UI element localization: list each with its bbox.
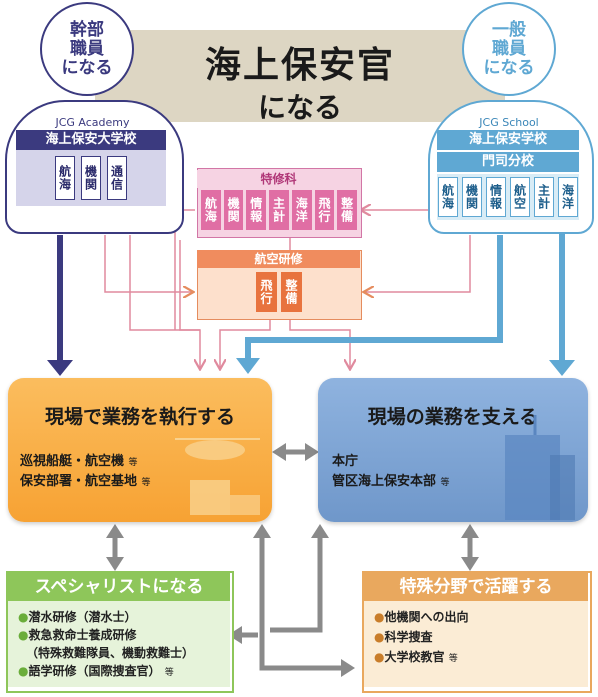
koku-kenshu-courses: 飛行 整備 — [256, 272, 302, 312]
kanbu-line-1: 幹部 — [70, 19, 104, 40]
kanbu-line-3: になる — [61, 57, 113, 78]
ippan-line-1: 一般 — [492, 19, 526, 40]
tokushu-course: 主計 — [269, 190, 289, 230]
helicopter-ship-illustration — [175, 438, 260, 515]
special-field-title: 特殊分野で活躍する — [364, 573, 588, 601]
field-support-title: 現場の業務を支える — [367, 406, 539, 428]
school-course: 航海 — [438, 177, 458, 217]
tokushu-course: 整備 — [337, 190, 358, 230]
tokushu-course: 飛行 — [314, 190, 335, 230]
tokushu-course: 情報 — [246, 190, 267, 230]
tokushu-course: 機関 — [223, 190, 244, 230]
field-execute-title: 現場で業務を執行する — [44, 406, 235, 428]
ippan-line-3: になる — [483, 57, 535, 78]
school-course: 海洋 — [558, 177, 578, 217]
page-subtitle: になる — [257, 91, 342, 124]
specialist-item: ●語学研修（国際捜査官） 等 — [18, 664, 174, 678]
specialist-item: （特殊救難隊員、機動救難士） — [26, 646, 195, 660]
school-label: JCG School — [479, 116, 539, 129]
kanbu-line-2: 職員 — [70, 38, 104, 59]
specialist-item: ●潜水研修（潜水士） — [18, 610, 137, 624]
school-courses: 航海 機関 情報 航空 主計 海洋 — [437, 174, 579, 220]
special-field-item: ●他機関への出向 — [374, 610, 469, 624]
page-title: 海上保安官 — [204, 45, 395, 86]
academy-course: 通信 — [107, 156, 127, 200]
field-support-line-1: 本庁 — [332, 454, 359, 469]
academy-school-name: 海上保安大学校 — [16, 130, 166, 150]
academy-course: 機関 — [81, 156, 101, 200]
special-field-body — [364, 601, 588, 687]
tokushu-course: 海洋 — [291, 190, 312, 230]
koku-course: 整備 — [281, 272, 302, 312]
specialist-title: スペシャリストになる — [8, 573, 230, 601]
specialist-body — [8, 601, 230, 687]
school-course: 情報 — [486, 177, 506, 217]
academy-courses: 航海 機関 通信 — [16, 150, 166, 206]
kanbu-head-bubble: 幹部 職員 になる — [40, 2, 134, 96]
koku-kenshu-title: 航空研修 — [197, 250, 360, 268]
field-execute-line-1: 巡視船艇・航空機 等 — [20, 454, 138, 469]
ippan-line-2: 職員 — [492, 38, 526, 59]
special-field-item: ●大学校教官 等 — [374, 650, 458, 664]
tokushu-ka-courses: 航海 機関 情報 主計 海洋 飛行 整備 — [201, 190, 358, 230]
school-name: 海上保安学校 — [437, 130, 579, 150]
tokushu-ka-title: 特修科 — [197, 170, 360, 188]
koku-course: 飛行 — [256, 272, 277, 312]
title-banner — [95, 30, 505, 122]
academy-course: 航海 — [55, 156, 75, 200]
academy-label: JCG Academy — [55, 116, 130, 129]
school-course: 航空 — [510, 177, 530, 217]
school-course: 機関 — [462, 177, 482, 217]
school-course: 主計 — [534, 177, 554, 217]
specialist-item: ●救急救命士養成研修 — [18, 628, 137, 642]
field-execute-line-2: 保安部署・航空基地 等 — [20, 474, 151, 489]
building-illustration — [505, 415, 575, 520]
school-branch: 門司分校 — [437, 152, 579, 172]
ippan-head-bubble: 一般 職員 になる — [462, 2, 556, 96]
special-field-item: ●科学捜査 — [374, 630, 433, 644]
tokushu-course: 航海 — [201, 190, 221, 230]
field-support-line-2: 管区海上保安本部 等 — [332, 474, 450, 489]
